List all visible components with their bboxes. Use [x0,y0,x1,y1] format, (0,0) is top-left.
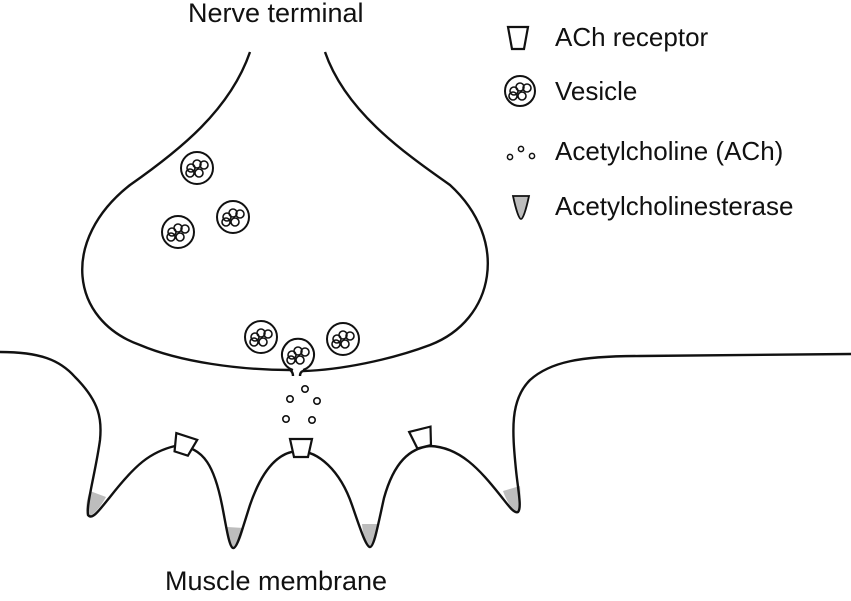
legend-label-ach-receptor: ACh receptor [555,22,709,52]
legend-label-acetylcholine: Acetylcholine (ACh) [555,136,784,166]
muscle-membrane [0,350,851,550]
acetylcholinesterase [503,486,521,512]
muscle-membrane-label: Muscle membrane [165,566,388,596]
acetylcholine-icon [506,153,514,161]
nerve-terminal-membrane-right [298,51,489,377]
ach-molecule [312,396,321,405]
nerve-terminal-label: Nerve terminal [188,0,364,28]
acetylcholinesterase-icon [511,195,531,220]
vesicle [216,200,250,234]
legend-icon-acetylcholinesterase [511,195,531,220]
acetylcholinesterase-sites [86,486,521,548]
legend-icon-vesicle [504,75,536,107]
vesicle [161,215,195,249]
vesicle [244,320,278,354]
ach-receptor [407,425,433,450]
vesicle [326,322,360,356]
legend-label-acetylcholinesterase: Acetylcholinesterase [555,191,794,221]
ach-molecule [307,415,316,424]
nerve-terminal-membrane [81,51,295,377]
ach-receptor-icon [506,25,530,51]
ach-molecule [285,394,294,403]
ach-receptor [173,431,199,458]
acetylcholine-molecules [281,384,321,424]
legend-icon-acetylcholine [506,145,536,161]
acetylcholinesterase [227,527,244,548]
legend-icon-ach-receptor [506,25,530,51]
ach-molecule [281,414,290,423]
legend-label-vesicle: Vesicle [555,76,638,106]
ach-receptor [288,437,314,459]
ach-molecule [300,384,309,393]
acetylcholinesterase [86,491,106,516]
vesicle-fusing [281,337,315,371]
vesicle [180,151,214,185]
